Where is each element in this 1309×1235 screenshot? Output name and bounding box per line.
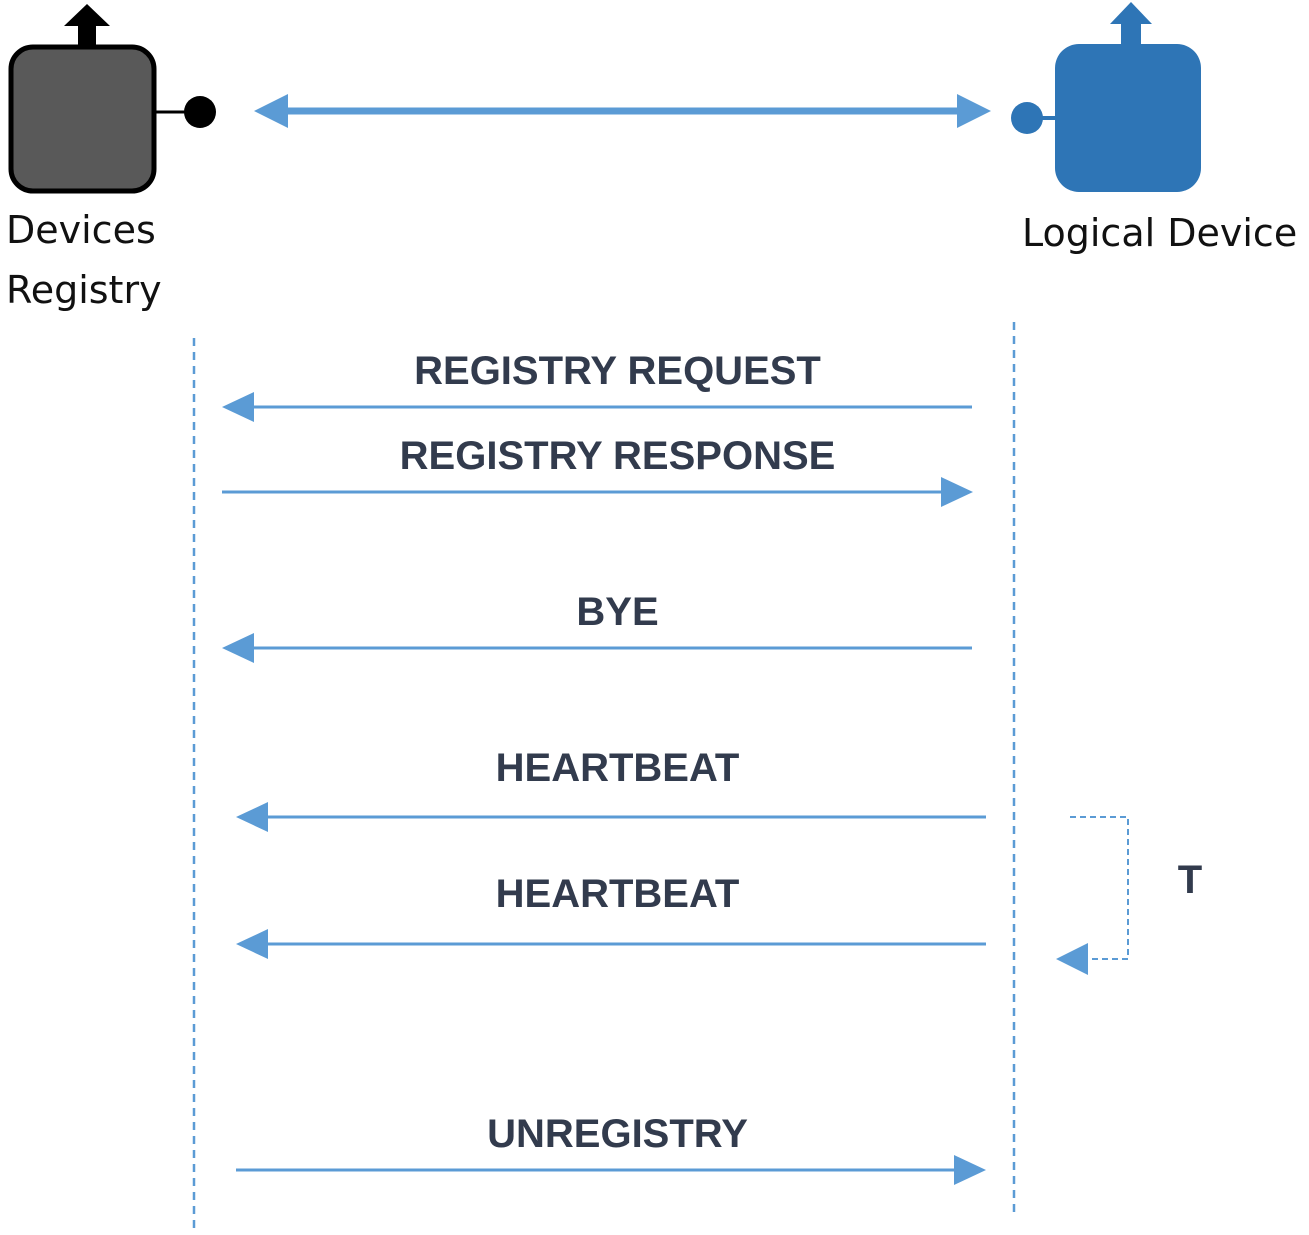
timer-label: T (1177, 858, 1203, 902)
registry-node-icon (8, 4, 216, 194)
message-label: HEARTBEAT (495, 872, 740, 916)
message-arrow-heartbeat-2 (236, 929, 986, 959)
logical-device-label: Logical Device (1022, 211, 1298, 255)
registry-label-line1: Devices (6, 208, 156, 252)
registry-label-line2: Registry (6, 268, 162, 312)
message-arrow-bye (222, 633, 972, 663)
message-label: HEARTBEAT (495, 746, 740, 790)
message-label: REGISTRY RESPONSE (399, 434, 836, 478)
connection-arrow (254, 94, 991, 128)
timer-bracket (1056, 816, 1129, 975)
message-arrow-unregistry (236, 1155, 986, 1185)
logical-device-icon (1011, 2, 1201, 192)
message-arrow-registry-request (222, 392, 972, 422)
message-label: BYE (576, 590, 659, 634)
message-arrow-heartbeat-1 (236, 802, 986, 832)
message-arrow-registry-response (222, 477, 973, 507)
message-label: UNREGISTRY (487, 1112, 748, 1156)
registry-label: Devices Registry (6, 200, 162, 320)
message-label: REGISTRY REQUEST (414, 349, 821, 393)
